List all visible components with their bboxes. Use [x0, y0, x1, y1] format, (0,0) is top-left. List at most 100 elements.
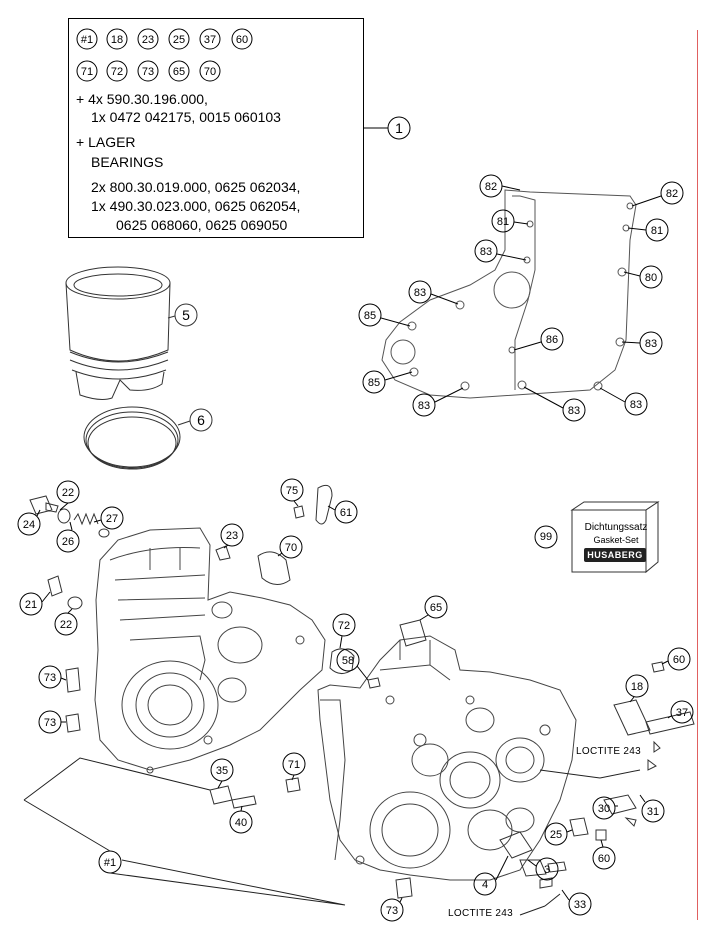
callout-label: 33	[574, 899, 586, 911]
callout-label: 60	[673, 654, 685, 666]
legend-line: 0625 068060, 0625 069050	[116, 217, 288, 233]
legend-line: + LAGER	[76, 134, 136, 150]
callout-label: 4	[482, 879, 488, 891]
loctite-label: LOCTITE 243	[576, 746, 641, 757]
legend-callout-label: 37	[204, 34, 216, 46]
callout-label: 40	[235, 817, 247, 829]
callout-label: 31	[647, 806, 659, 818]
callout-label: 58	[342, 655, 354, 667]
loctite-leader	[539, 769, 601, 779]
callout-label: 81	[651, 225, 663, 237]
brand-logo: HUSABERG	[584, 548, 646, 562]
callout-label: 70	[285, 542, 297, 554]
left-crankcase-outline	[94, 527, 326, 771]
legend-callout-circle	[168, 28, 190, 50]
liner-top-rim	[65, 266, 171, 300]
dowel-18	[613, 699, 651, 736]
callout-label-1: 1	[395, 120, 403, 136]
callout-label: 83	[568, 405, 580, 417]
callout-label: 82	[485, 181, 497, 193]
callout-label: 86	[546, 334, 558, 346]
legend-callout-label: 73	[142, 66, 154, 78]
callout-label: 35	[216, 765, 228, 777]
legend-line: + 4x 590.30.196.000,	[76, 91, 208, 107]
stud-65	[399, 619, 427, 647]
callout-label: 6	[197, 412, 205, 428]
legend-callout-circle	[137, 60, 159, 82]
callout-label: 26	[62, 536, 74, 548]
callout-label: 61	[340, 507, 352, 519]
legend-line: BEARINGS	[91, 154, 164, 170]
callout-label: 82	[666, 188, 678, 200]
right-main-bore	[369, 791, 451, 869]
legend-line: 1x 490.30.023.000, 0625 062054,	[91, 198, 301, 214]
callout-label: 21	[25, 599, 37, 611]
callout-label: 71	[288, 759, 300, 771]
callout-label: 83	[414, 287, 426, 299]
left-bearing-bore	[121, 660, 219, 750]
right-crankcase-outline	[317, 635, 577, 881]
callout-label: 18	[631, 681, 643, 693]
callout-label: 83	[630, 399, 642, 411]
legend-callout-circle	[199, 60, 221, 82]
legend-callout-circle	[106, 60, 128, 82]
callout-label: 83	[418, 400, 430, 412]
legend-callout-label: 72	[111, 66, 123, 78]
callout-label: 80	[645, 272, 657, 284]
callout-label: 83	[480, 246, 492, 258]
legend-callout-label: #1	[81, 34, 93, 46]
legend-callout-circle	[199, 28, 221, 50]
callout-label: #1	[104, 857, 116, 869]
gasket-set-box: Dichtungssatz Gasket-Set HUSABERG	[572, 510, 658, 572]
gasket-set-label-en: Gasket-Set	[593, 535, 639, 545]
legend-callout-label: 25	[173, 34, 185, 46]
gasket-set-label-de: Dichtungssatz	[584, 522, 648, 533]
legend-callout-label: 23	[142, 34, 154, 46]
callout-label: 30	[598, 803, 610, 815]
callout-label: 81	[497, 216, 509, 228]
callout-label: 75	[286, 485, 298, 497]
callout-label: 65	[430, 602, 442, 614]
legend-callout-label: 70	[204, 66, 216, 78]
legend-callout-circle	[168, 60, 190, 82]
callout-label: 85	[364, 310, 376, 322]
callout-label: 25	[550, 829, 562, 841]
callout-label: 72	[338, 620, 350, 632]
legend-callout-circle	[137, 28, 159, 50]
callout-circle-1	[387, 116, 411, 140]
piston-ring	[83, 406, 181, 468]
callout-label: 24	[23, 519, 35, 531]
callout-label: 27	[106, 513, 118, 525]
callout-label: 3	[544, 864, 550, 876]
legend-callout-label: 18	[111, 34, 123, 46]
legend-line: 1x 0472 042175, 0015 060103	[91, 109, 281, 125]
callout-label: 22	[60, 619, 72, 631]
callout-label: 85	[368, 377, 380, 389]
callout-label: 60	[598, 853, 610, 865]
gasket-inner-line	[512, 195, 536, 390]
page-margin-line	[697, 30, 698, 920]
legend-line: 2x 800.30.019.000, 0625 062034,	[91, 179, 301, 195]
callout-label: 83	[645, 338, 657, 350]
parts-legend-box	[68, 18, 364, 238]
assembly-group-leader	[23, 757, 346, 906]
gasket-hole	[493, 271, 531, 309]
callout-label: 22	[62, 487, 74, 499]
legend-callout-label: 60	[236, 34, 248, 46]
callout-label: 23	[226, 530, 238, 542]
legend-callout-circle	[231, 28, 253, 50]
callout-label: 73	[44, 672, 56, 684]
legend-callout-label: 71	[81, 66, 93, 78]
callout-label: 5	[182, 307, 190, 323]
legend-callout-label: 65	[173, 66, 185, 78]
liner-body	[65, 282, 171, 362]
legend-callout-circle	[76, 60, 98, 82]
callout-label: 73	[386, 905, 398, 917]
sleeve-70	[257, 551, 291, 585]
legend-callout-circle	[106, 28, 128, 50]
legend-callout-circle	[76, 28, 98, 50]
callout-label: 73	[44, 717, 56, 729]
callout-label: 37	[676, 707, 688, 719]
